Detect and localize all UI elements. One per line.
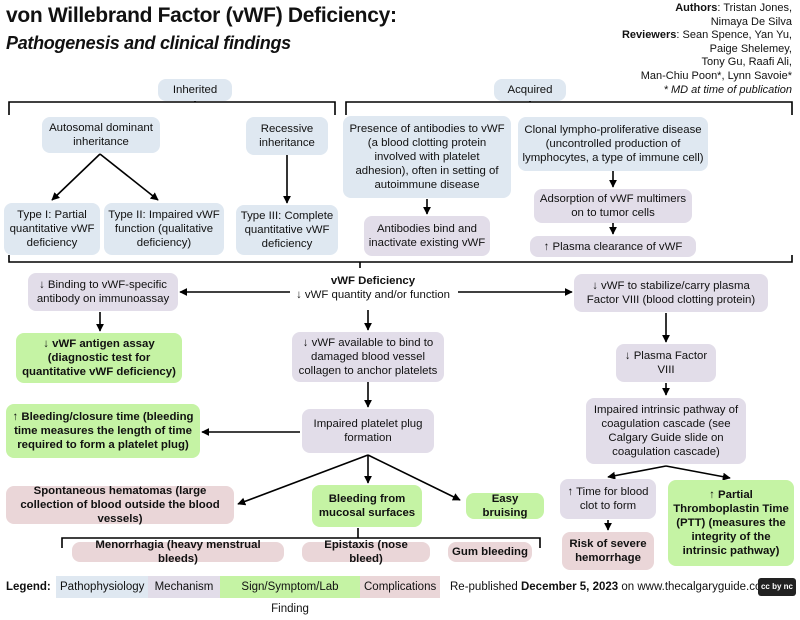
gum-bleeding-box: Gum bleeding <box>448 542 532 562</box>
reviewers-text-4: Man-Chiu Poon*, Lynn Savoie* <box>640 69 792 82</box>
ptt-box: ↑ Partial Thromboplastin Time (PTT) (mea… <box>668 480 794 566</box>
republished-suffix: on www.thecalgaryguide.com <box>618 581 771 593</box>
acquired-bracket <box>345 101 793 115</box>
legend-sign-symptom: Sign/Symptom/Lab Finding <box>220 576 360 615</box>
vwf-available-box: ↓ vWF available to bind to damaged blood… <box>292 332 444 382</box>
legend-pathophysiology: Pathophysiology <box>56 576 148 598</box>
type1-box: Type I: Partial quantitative vWF deficie… <box>4 203 100 255</box>
legend-label: Legend: <box>6 581 51 593</box>
acquired-box: Acquired <box>494 79 566 101</box>
autosomal-dominant-box: Autosomal dominant inheritance <box>42 117 160 153</box>
bleeding-time-box: ↑ Bleeding/closure time (bleeding time m… <box>6 404 200 458</box>
antigen-assay-box: ↓ vWF antigen assay (diagnostic test for… <box>16 333 182 383</box>
reviewers-text-2: Paige Shelemey, <box>709 42 792 55</box>
plasma-factor8-box: ↓ Plasma Factor VIII <box>616 344 716 382</box>
mucosal-bleeding-box: Bleeding from mucosal surfaces <box>312 485 422 527</box>
republished-prefix: Re-published <box>450 581 521 593</box>
clonal-disease-box: Clonal lympho-proliferative disease (unc… <box>518 117 708 171</box>
connector-lines <box>8 91 793 548</box>
antibodies-presence-box: Presence of antibodies to vWF (a blood c… <box>343 116 511 198</box>
reviewers-text-3: Tony Gu, Raafi Ali, <box>701 56 793 69</box>
page-subtitle: Pathogenesis and clinical findings <box>6 33 291 53</box>
impaired-plug-box: Impaired platelet plug formation <box>302 409 434 453</box>
reviewers-text: : Sean Spence, Yan Yu, <box>676 29 792 42</box>
spontaneous-hematomas-box: Spontaneous hematomas (large collection … <box>6 485 234 525</box>
authors-label: Authors <box>675 2 718 14</box>
binding-immunoassay-box: ↓ Binding to vWF-specific antibody on im… <box>28 273 178 311</box>
plasma-clearance-box: ↑ Plasma clearance of vWF <box>530 236 696 257</box>
authors-text: : Tristan Jones, <box>717 2 792 14</box>
md-note: * MD at time of publication <box>663 83 792 96</box>
adsorption-box: Adsorption of vWF multimers on to tumor … <box>534 189 692 223</box>
vwf-deficiency-subtitle: ↓ vWF quantity and/or function <box>296 289 450 301</box>
inherited-box: Inherited <box>158 79 232 101</box>
republished-date: December 5, 2023 <box>520 581 619 593</box>
outcome-bracket <box>61 537 541 548</box>
authors-text-2: Nimaya De Silva <box>710 15 792 28</box>
time-clot-box: ↑ Time for blood clot to form <box>560 479 656 519</box>
recessive-box: Recessive inheritance <box>246 117 328 155</box>
vwf-deficiency-title: vWF Deficiency <box>330 275 416 287</box>
legend-mechanism: Mechanism <box>148 576 220 598</box>
legend-bar: Legend: Pathophysiology Mechanism Sign/S… <box>0 574 800 615</box>
easy-bruising-box: Easy bruising <box>466 493 544 519</box>
antibodies-bind-box: Antibodies bind and inactivate existing … <box>364 216 490 256</box>
credits: Authors: Tristan Jones, Nimaya De Silva … <box>532 2 792 97</box>
page-title: von Willebrand Factor (vWF) Deficiency: <box>6 4 397 27</box>
intrinsic-pathway-box: Impaired intrinsic pathway of coagulatio… <box>586 398 746 464</box>
epistaxis-box: Epistaxis (nose bleed) <box>302 539 430 565</box>
reviewers-label: Reviewers <box>621 29 677 42</box>
type3-box: Type III: Complete quantitative vWF defi… <box>236 205 338 255</box>
legend-complications: Complications <box>360 576 440 598</box>
cc-license-icon: cc by nc sa <box>758 578 796 609</box>
type2-box: Type II: Impaired vWF function (qualitat… <box>104 203 224 255</box>
menorrhagia-box: Menorrhagia (heavy menstrual bleeds) <box>72 539 284 565</box>
bottom-bracket <box>8 255 793 263</box>
stabilize-factor8-box: ↓ vWF to stabilize/carry plasma Factor V… <box>574 274 768 312</box>
vwf-deficiency-center: vWF Deficiency ↓ vWF quantity and/or fun… <box>280 268 466 308</box>
severe-hemorrhage-box: Risk of severe hemorrhage <box>562 532 654 570</box>
inherited-bracket <box>8 101 336 115</box>
republished-text: Re-published December 5, 2023 on www.the… <box>450 581 771 593</box>
